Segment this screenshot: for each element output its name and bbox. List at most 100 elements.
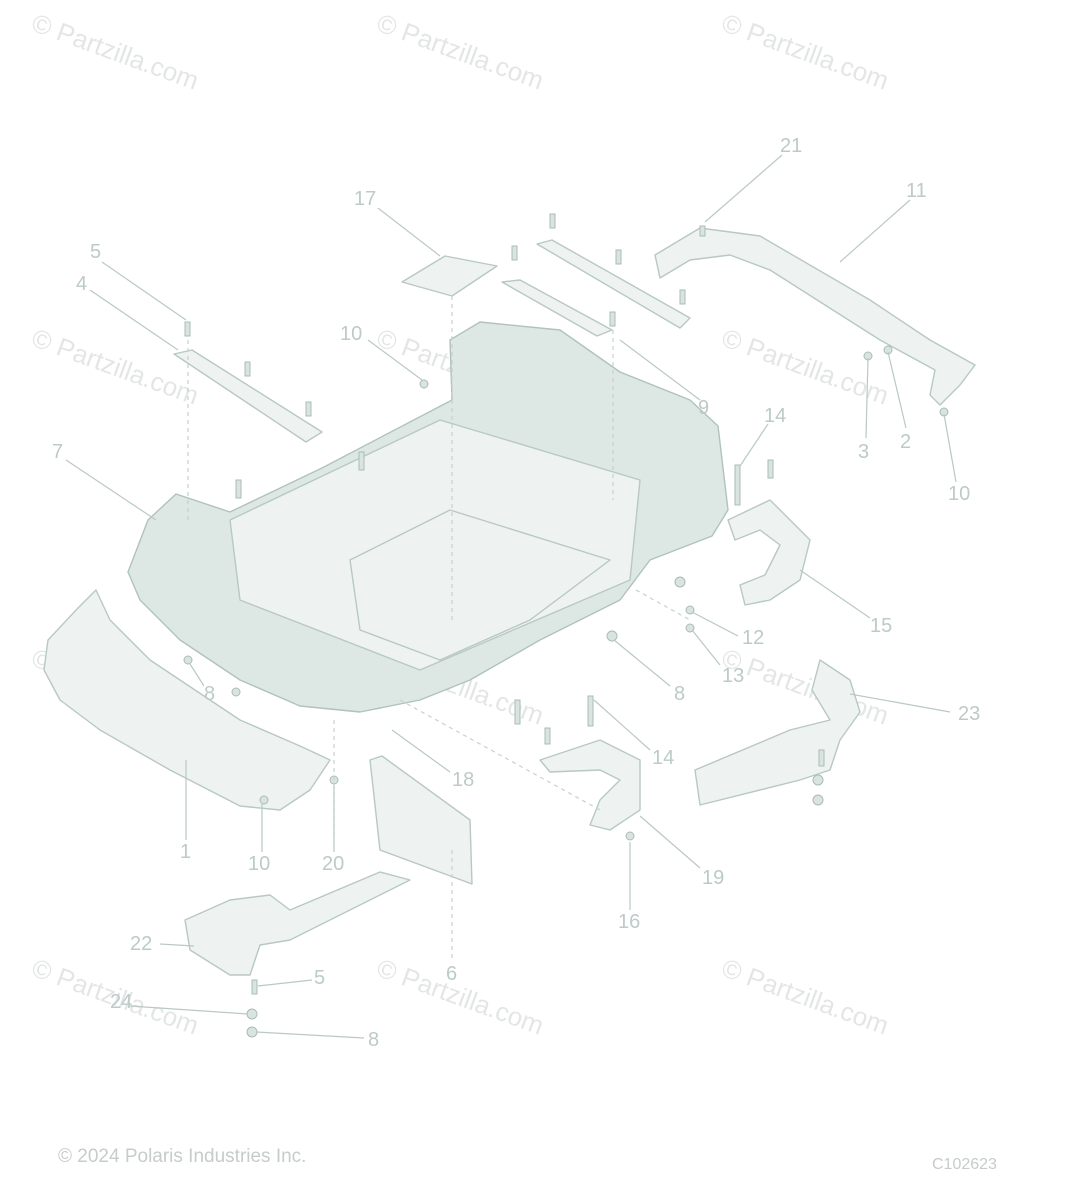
callout-label: 16 xyxy=(618,911,640,933)
watermark-text: © Partzilla.com xyxy=(718,7,893,95)
leader-line xyxy=(691,611,739,637)
nut xyxy=(419,379,429,389)
bolt xyxy=(511,245,518,261)
nut xyxy=(812,774,824,786)
watermark-text: © Partzilla.com xyxy=(28,322,203,410)
callout-label: 1 xyxy=(180,841,191,863)
leader-line xyxy=(943,413,957,483)
bolt xyxy=(244,361,251,377)
leader-line xyxy=(739,423,769,467)
alignment-line xyxy=(635,589,691,621)
bolt xyxy=(818,749,825,767)
nut xyxy=(674,576,686,588)
watermark-text: © Partzilla.com xyxy=(28,7,203,95)
callout-label: 15 xyxy=(870,615,892,637)
leader-line xyxy=(101,261,187,321)
callout-label: 5 xyxy=(314,967,325,989)
handle-part-15 xyxy=(727,499,811,606)
callout-label: 18 xyxy=(452,769,474,791)
callout-label: 14 xyxy=(652,747,674,769)
leader-line xyxy=(887,351,907,429)
callout-label: 19 xyxy=(702,867,724,889)
watermark-text: © Partzilla.com xyxy=(373,952,548,1040)
callout-label: 4 xyxy=(76,273,87,295)
callout-label: 21 xyxy=(780,135,802,157)
nut xyxy=(259,795,269,805)
nut xyxy=(246,1026,258,1038)
plate-part-9 xyxy=(501,279,613,337)
nut xyxy=(812,794,824,806)
callout-label: 3 xyxy=(858,441,869,463)
leader-line xyxy=(391,729,451,773)
bolt xyxy=(767,459,774,479)
callout-label: 8 xyxy=(204,683,215,705)
bolt xyxy=(549,213,556,229)
leader-line xyxy=(255,1031,365,1039)
bolt xyxy=(544,727,551,745)
nut xyxy=(246,1008,258,1020)
leader-line xyxy=(593,699,651,751)
bolt xyxy=(587,695,594,727)
leader-line xyxy=(839,199,911,263)
callout-label: 22 xyxy=(130,933,152,955)
callout-label: 10 xyxy=(340,323,362,345)
leader-line xyxy=(129,1005,249,1015)
callout-label: 10 xyxy=(248,853,270,875)
callout-label: 7 xyxy=(52,441,63,463)
leader-line xyxy=(799,569,871,619)
leader-line xyxy=(189,663,205,687)
bolt xyxy=(609,311,616,327)
callout-label: 14 xyxy=(764,405,786,427)
brace-part-4 xyxy=(173,349,323,443)
bolt xyxy=(514,699,521,725)
callout-label: 23 xyxy=(958,703,980,725)
bolt xyxy=(251,979,258,995)
parts xyxy=(43,213,976,1038)
leader-line xyxy=(65,459,157,521)
leader-lines xyxy=(65,154,957,1039)
callout-label: 9 xyxy=(698,397,709,419)
callout-label: 2 xyxy=(900,431,911,453)
callout-label: 20 xyxy=(322,853,344,875)
callout-label: 11 xyxy=(906,180,927,202)
bolt xyxy=(615,249,622,265)
callout-label: 24 xyxy=(110,991,132,1013)
callout-label: 8 xyxy=(368,1029,379,1051)
floor-recess xyxy=(349,509,611,661)
callout-label: 10 xyxy=(948,483,970,505)
callouts: 21 17 11 5 4 10 9 3 2 7 14 10 15 8 12 13… xyxy=(52,135,980,1051)
leader-line xyxy=(704,154,783,223)
bolt xyxy=(184,321,191,337)
watermark-text: © Partzilla.com xyxy=(373,7,548,95)
nut xyxy=(231,687,241,697)
step-part-23 xyxy=(694,659,861,806)
bolt xyxy=(699,225,706,237)
leader-line xyxy=(691,629,721,666)
rail-part-11 xyxy=(654,227,976,406)
diagram-code: C102623 xyxy=(932,1156,997,1173)
step-part-22 xyxy=(184,871,411,976)
bolt xyxy=(734,464,741,506)
handle-part-19 xyxy=(539,739,641,831)
rocker-part-1 xyxy=(43,589,331,811)
leader-line xyxy=(89,289,179,351)
leader-line xyxy=(257,979,313,987)
leader-line xyxy=(849,693,951,713)
callout-label: 5 xyxy=(90,241,101,263)
leader-line xyxy=(619,339,701,401)
callout-label: 8 xyxy=(674,683,685,705)
callout-label: 17 xyxy=(354,188,376,210)
watermark-text: © Partzilla.com xyxy=(718,952,893,1040)
leader-line xyxy=(613,639,671,687)
leader-line xyxy=(159,943,195,947)
panel-part-6 xyxy=(369,755,473,885)
nut xyxy=(606,630,618,642)
bolt xyxy=(358,451,365,471)
upper-brace xyxy=(536,239,691,329)
leader-line xyxy=(639,815,701,869)
alignment-line xyxy=(399,699,601,811)
copyright-text: © 2024 Polaris Industries Inc. xyxy=(58,1146,307,1167)
nut xyxy=(183,655,193,665)
panel-part-17 xyxy=(401,255,498,297)
